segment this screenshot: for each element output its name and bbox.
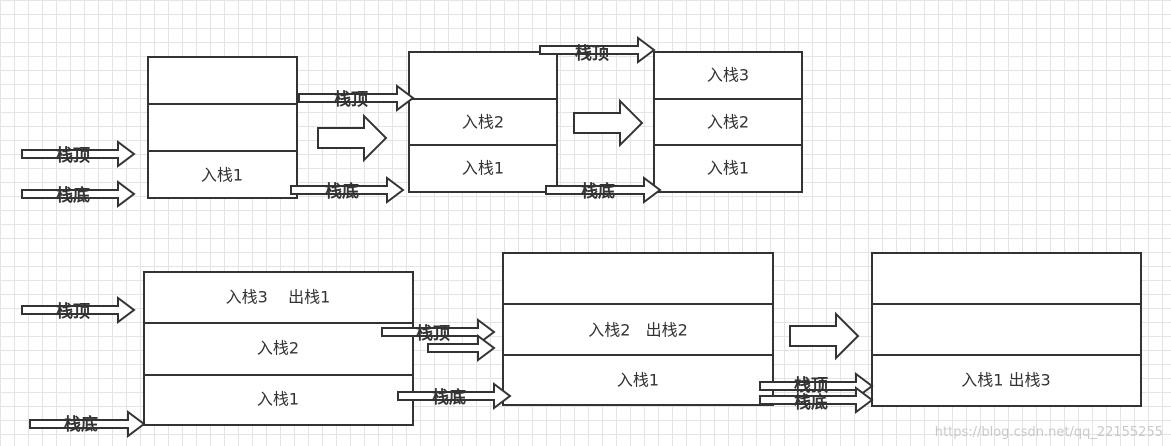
top-pointer-label: 栈顶: [56, 301, 90, 322]
bottom-pointer-label: 栈底: [64, 414, 98, 435]
top-pointer-icon: [381, 318, 496, 346]
bottom-pointer-icon: [290, 176, 405, 204]
stack-1-box: [147, 56, 298, 199]
top-pointer-label: 栈顶: [416, 323, 450, 344]
stack-6-box: [871, 252, 1142, 407]
stack-3-cell-middle: 入栈2: [707, 113, 749, 132]
stack-2-cell-middle: 入栈2: [462, 113, 504, 132]
bottom-pointer-label: 栈底: [581, 181, 615, 202]
top-pointer-label: 栈顶: [794, 375, 828, 396]
stack-6: 入栈1 出栈3: [871, 252, 1142, 407]
stack-3-cell-top: 入栈3: [707, 66, 749, 85]
stack-5: 入栈2 出栈2 入栈1: [502, 252, 774, 406]
bottom-pointer-icon: [545, 176, 662, 204]
stack-3: 入栈3 入栈2 入栈1: [653, 51, 803, 193]
top-pointer-label: 栈顶: [575, 43, 609, 64]
stack-4-cell-bottom: 入栈1: [257, 390, 299, 409]
stack-3-cell-bottom: 入栈1: [707, 159, 749, 178]
stack-4-box: [143, 271, 414, 426]
bottom-pointer-icon: [397, 382, 512, 410]
bottom-pointer-icon: [29, 410, 146, 438]
top-pointer-icon: [427, 334, 496, 362]
top-pointer-icon: [21, 296, 136, 324]
top-pointer-icon: [298, 84, 415, 112]
stack-2: 入栈2 入栈1: [408, 51, 558, 193]
transition-arrow-2-icon: [573, 98, 644, 148]
stack-6-cell-bottom: 入栈1 出栈3: [961, 371, 1050, 390]
bottom-pointer-icon: [759, 386, 874, 414]
stack-5-box: [502, 252, 774, 406]
stack-5-cell-middle: 入栈2 出栈2: [588, 321, 688, 340]
top-pointer-label: 栈顶: [334, 89, 368, 110]
pointer-arrows: 栈顶 栈底 栈顶 栈底 栈顶 栈底 栈顶 栈底 栈顶 栈底 栈顶 栈底: [21, 36, 874, 438]
stack-5-cell-bottom: 入栈1: [617, 371, 659, 390]
stack-4-cell-top: 入栈3 出栈1: [226, 288, 331, 307]
top-pointer-icon: [759, 372, 874, 400]
top-pointer-icon: [21, 140, 136, 168]
transition-arrow-1-icon: [317, 113, 388, 163]
bottom-pointer-label: 栈底: [794, 392, 828, 413]
stack-2-cell-bottom: 入栈1: [462, 159, 504, 178]
bottom-pointer-label: 栈底: [56, 185, 90, 206]
bottom-pointer-icon: [21, 180, 136, 208]
stack-1-cell-bottom: 入栈1: [201, 166, 243, 185]
stack-1: 入栈1: [147, 56, 298, 199]
top-pointer-label: 栈顶: [56, 145, 90, 166]
stack-2-box: [408, 51, 558, 193]
transition-arrow-3-icon: [789, 311, 860, 361]
stack-3-box: [653, 51, 803, 193]
watermark: https://blog.csdn.net/qq_22155255: [934, 425, 1163, 440]
stack-4: 入栈3 出栈1 入栈2 入栈1: [143, 271, 414, 426]
top-pointer-icon: [539, 36, 656, 64]
bottom-pointer-label: 栈底: [325, 181, 359, 202]
stack-4-cell-middle: 入栈2: [257, 339, 299, 358]
bottom-pointer-label: 栈底: [432, 387, 466, 408]
